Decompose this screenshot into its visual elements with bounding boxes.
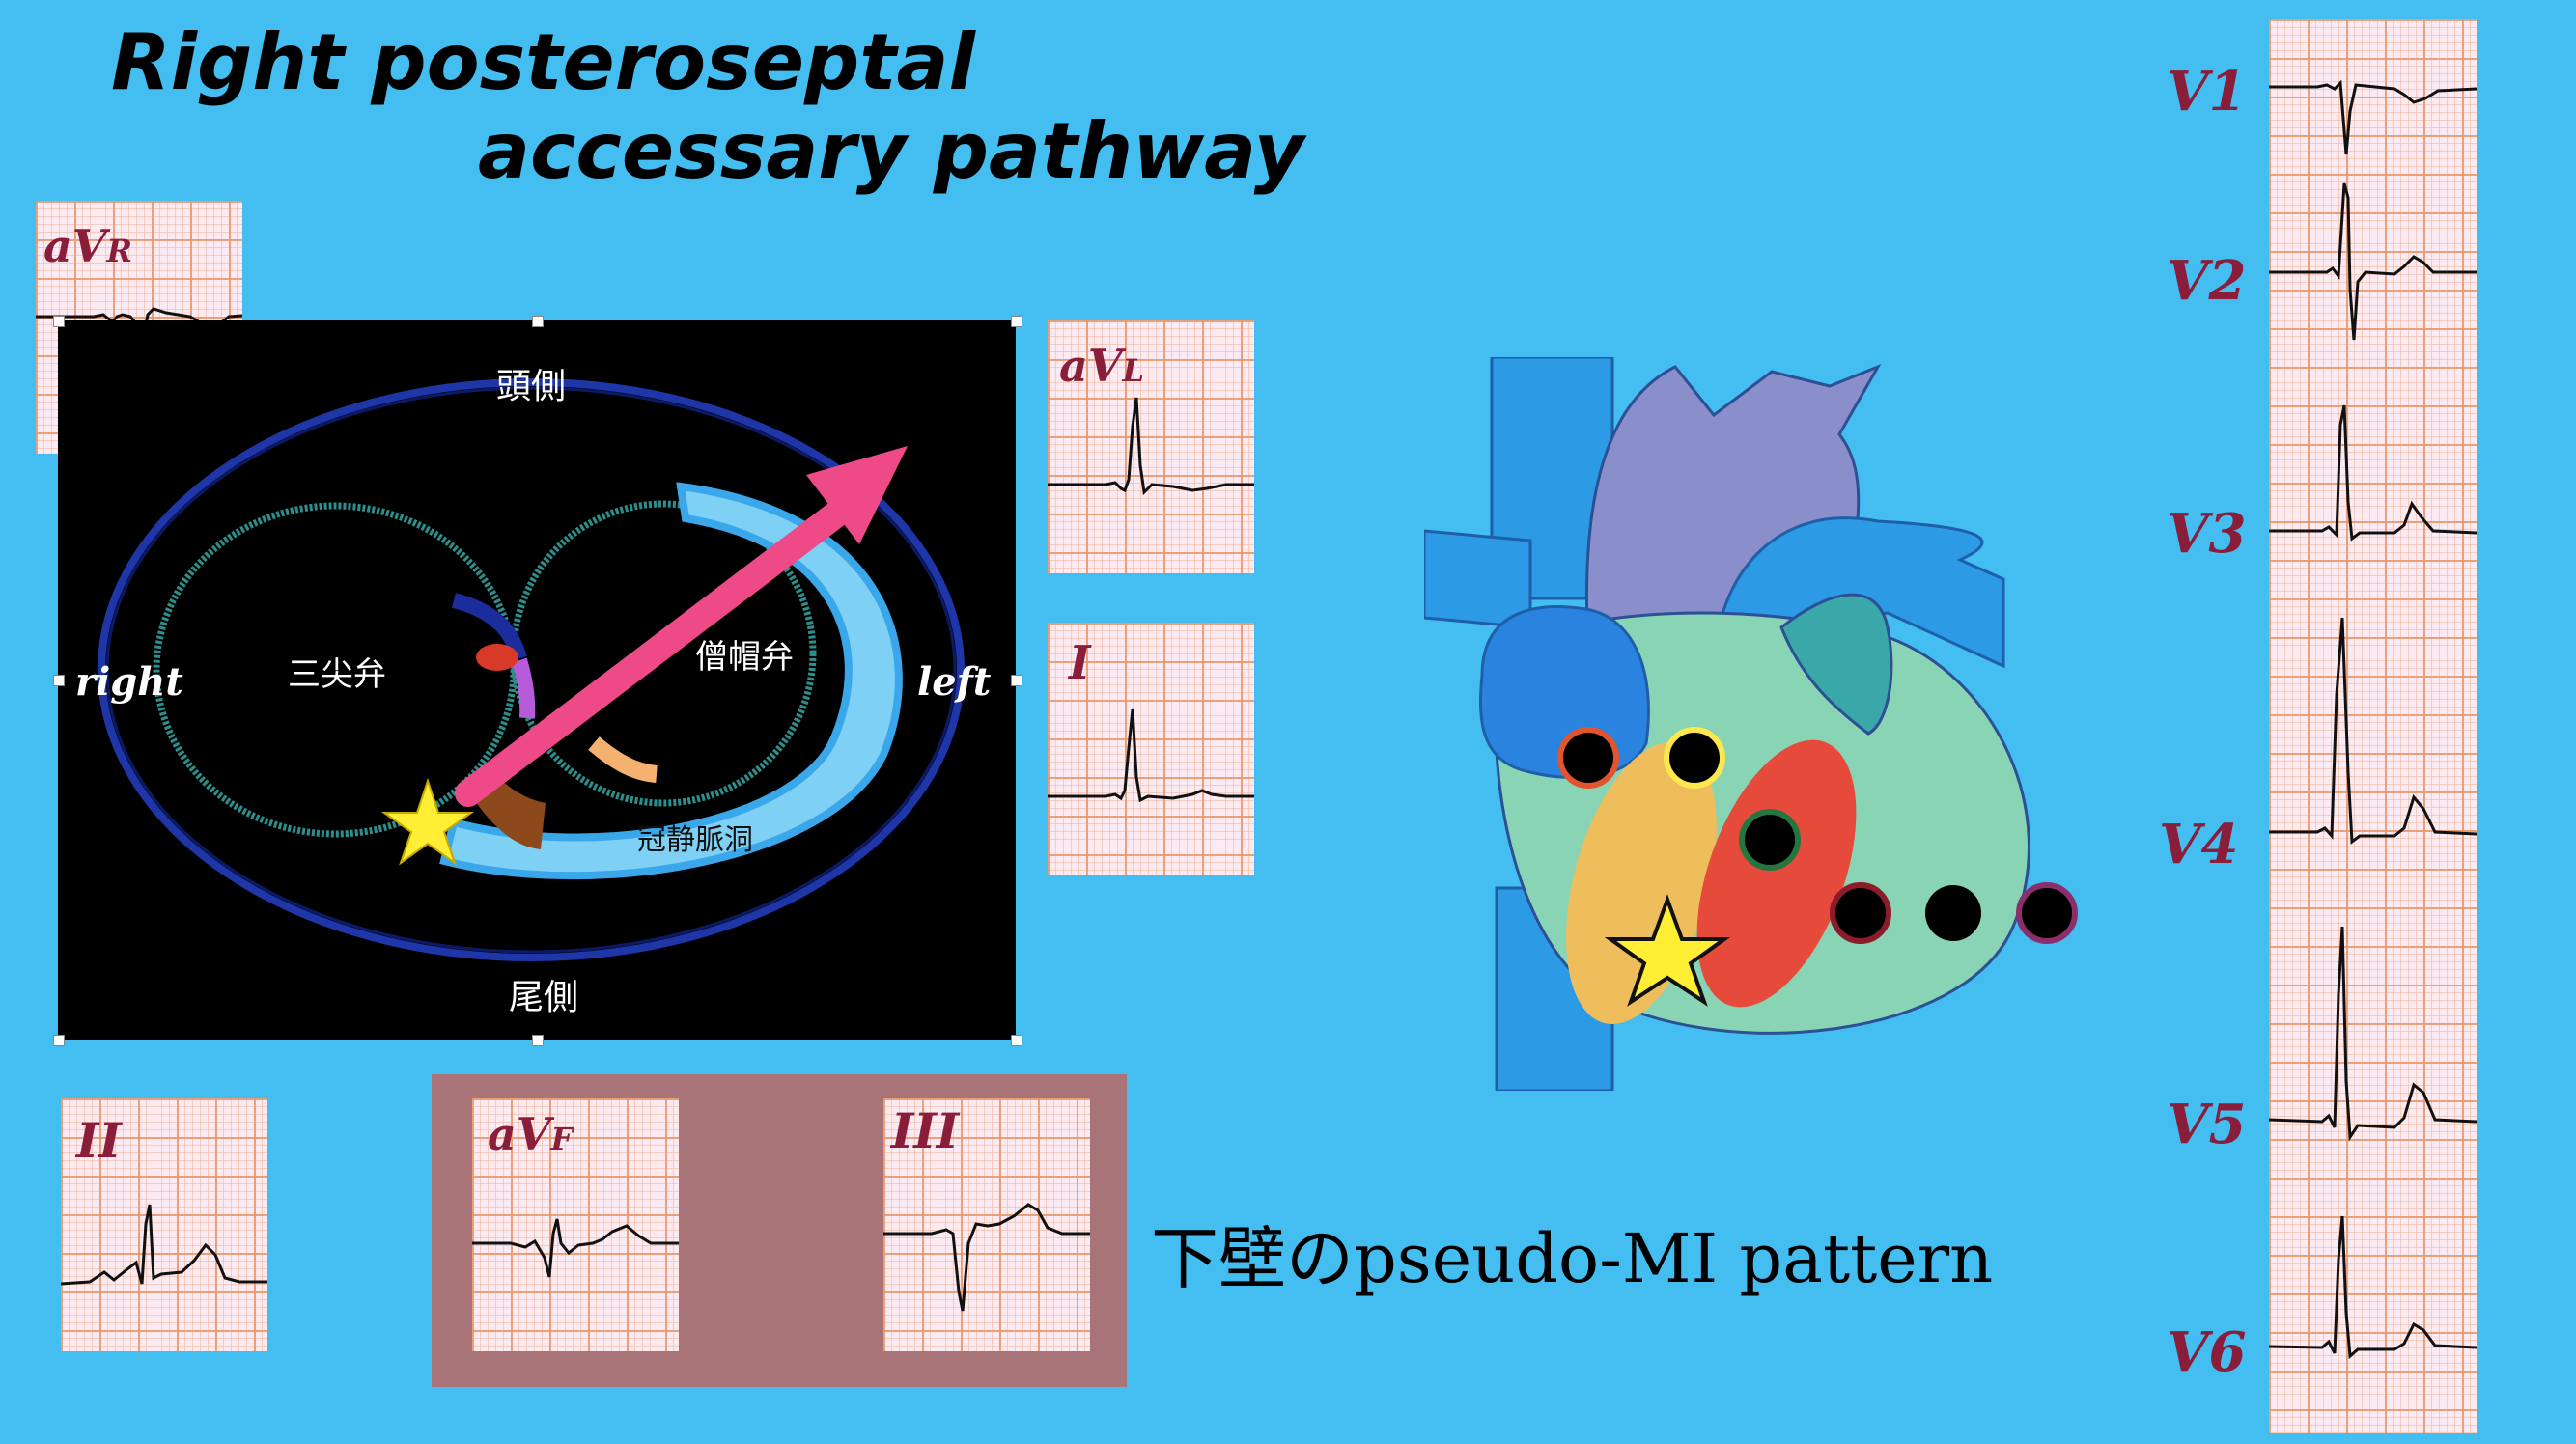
electrode-dot-v4 — [1830, 882, 1891, 944]
lead-iii-label: III — [891, 1102, 960, 1159]
pathway-segment-blue — [451, 593, 527, 661]
label-caudal: 尾側 — [509, 978, 578, 1017]
avr-label: aVR — [43, 220, 133, 272]
coronary-sinus-band — [439, 482, 903, 880]
ecg-avl-trace — [1048, 397, 1254, 496]
title-line-2: accessary pathway — [478, 106, 1304, 196]
selection-handle — [53, 316, 65, 327]
v4-trace — [2269, 617, 2477, 845]
ecg-avf-trace — [472, 1218, 679, 1278]
v6-trace — [2269, 1215, 2477, 1360]
ecg-avl: aVL — [1048, 320, 1254, 573]
pseudo-mi-caption: 下壁のpseudo-MI pattern — [1151, 1219, 1994, 1298]
ecg-lead-iii-trace — [883, 1203, 1090, 1312]
ecg-lead-ii: II — [61, 1098, 267, 1351]
ecg-precordial-strip — [2269, 19, 2477, 1433]
v5-trace — [2269, 926, 2477, 1142]
selection-handle — [1011, 675, 1022, 686]
inferior-leads-highlight: aVF III — [432, 1074, 1127, 1387]
ecg-lead-iii: III — [883, 1098, 1090, 1351]
v3-trace — [2269, 404, 2477, 542]
electrode-dot-v2 — [1664, 727, 1725, 789]
left-atrial-appendage — [1779, 593, 1893, 736]
left-pulm-artery — [1424, 529, 1532, 629]
v3-label: V3 — [2167, 502, 2247, 566]
v2-trace — [2269, 182, 2477, 341]
lateral-region-red — [1696, 739, 1857, 1008]
delta-vector-arrow-shaft — [455, 476, 882, 807]
ecg-avf: aVF — [472, 1098, 679, 1351]
mitral-orange-segment — [588, 736, 658, 783]
precordial-traces — [2269, 79, 2477, 1360]
ecg-lead-i-trace — [1048, 708, 1254, 803]
delta-vector-arrow-head — [806, 446, 908, 544]
selection-handle — [1011, 1035, 1022, 1046]
title-line-1: Right posteroseptal — [111, 17, 975, 107]
annulus-outer-ring — [98, 378, 965, 961]
label-right: right — [75, 659, 183, 705]
electrode-dot-v5 — [1925, 885, 1981, 941]
label-tricuspid: 三尖弁 — [288, 655, 386, 694]
v2-label: V2 — [2167, 249, 2247, 313]
v1-label: V1 — [2167, 60, 2247, 124]
pathway-star — [1604, 894, 1731, 1007]
electrode-dot-v6 — [2016, 882, 2078, 944]
avf-label: aVF — [488, 1108, 574, 1160]
selection-handle — [53, 675, 65, 686]
accessory-pathway-star — [380, 777, 475, 866]
av-plane-diagram: 頭側 尾側 right left 三尖弁 僧帽弁 冠静脈洞 — [53, 316, 1022, 1046]
label-left: left — [917, 659, 992, 705]
selection-handle — [532, 316, 544, 327]
electrode-dot-v1 — [1557, 727, 1619, 789]
annulus-outer-ring-glow — [105, 386, 957, 954]
selection-handle — [53, 1035, 65, 1046]
selection-handle — [1011, 316, 1022, 327]
selection-handle — [532, 1035, 544, 1046]
label-mitral: 僧帽弁 — [695, 638, 794, 677]
ecg-lead-ii-trace — [61, 1204, 267, 1286]
label-coronary-sinus: 冠静脈洞 — [637, 823, 753, 857]
label-cranial: 頭側 — [496, 367, 566, 406]
lead-ii-label: II — [76, 1112, 122, 1169]
avl-label: aVL — [1059, 340, 1144, 392]
heart-schematic — [1424, 357, 2078, 1091]
v1-trace — [2269, 79, 2477, 155]
ecg-lead-i: I — [1048, 623, 1254, 875]
v5-label: V5 — [2167, 1093, 2247, 1156]
pathway-segment-purple — [512, 657, 536, 719]
tricuspid-ring — [153, 502, 518, 838]
v4-label: V4 — [2159, 813, 2239, 876]
his-bundle-marker — [476, 644, 518, 671]
electrode-dot-v3 — [1739, 809, 1801, 871]
lead-i-label: I — [1069, 636, 1091, 690]
v6-label: V6 — [2167, 1320, 2247, 1384]
